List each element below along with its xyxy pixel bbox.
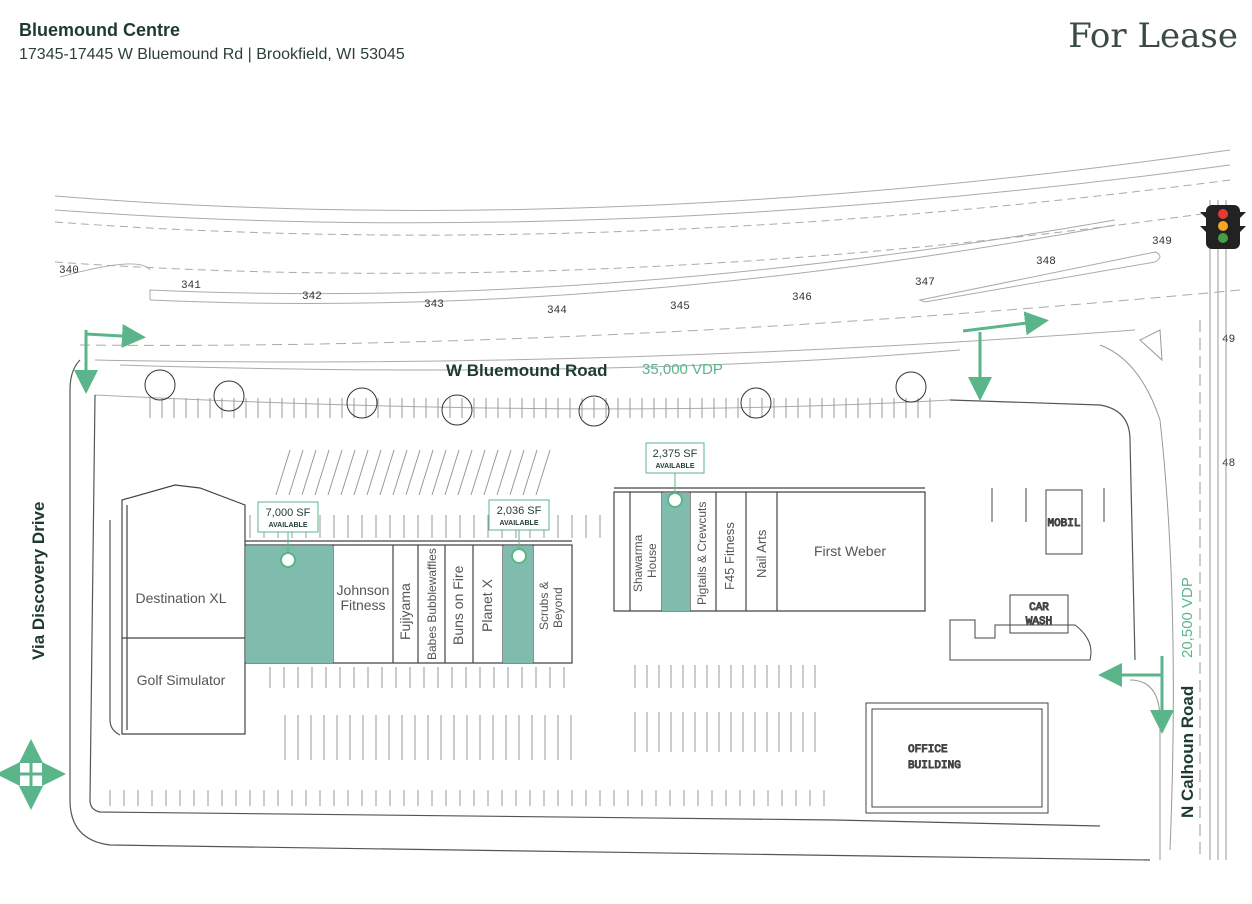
- svg-text:348: 348: [1036, 256, 1056, 268]
- parking-stripe: [288, 449, 304, 496]
- parking-stripe: [301, 449, 317, 496]
- elevation-marks: 340 341 342 343 344 345 346 347 348 349 …: [59, 236, 1235, 470]
- bluemound-traffic-count: 35,000 VDP: [642, 361, 723, 378]
- gas-station: MOBIL: [991, 488, 1105, 555]
- parking-stripe: [405, 449, 421, 496]
- calhoun-road-lanes: [1099, 200, 1227, 860]
- trees: [144, 369, 927, 427]
- svg-text:347: 347: [915, 277, 935, 289]
- tenant-johnson-fitness-line1: Johnson: [337, 582, 390, 598]
- svg-text:AVAILABLE: AVAILABLE: [268, 522, 307, 529]
- tenant-f45-fitness: F45 Fitness: [722, 522, 737, 590]
- tenant-planet-x: Planet X: [479, 578, 495, 632]
- road-n-calhoun: N Calhoun Road: [1178, 686, 1197, 818]
- svg-text:49: 49: [1222, 334, 1235, 346]
- parking-stripe: [353, 449, 369, 496]
- svg-text:48: 48: [1222, 458, 1235, 470]
- svg-text:WASH: WASH: [1026, 616, 1052, 628]
- parking-stripe: [314, 449, 330, 496]
- svg-text:349: 349: [1152, 236, 1172, 248]
- parking-stripe: [275, 449, 291, 496]
- parking-stripe: [366, 449, 382, 496]
- parking-stripe: [535, 449, 551, 496]
- property-title: Bluemound Centre: [19, 20, 181, 40]
- road-via-discovery: Via Discovery Drive: [29, 502, 48, 660]
- availability-callout-2375: 2,375 SF AVAILABLE: [645, 442, 705, 508]
- parking-stripe: [327, 449, 343, 496]
- tenant-scrubs-line2: Beyond: [551, 587, 565, 628]
- tenant-shawarma-line1: Shawarma: [631, 534, 645, 592]
- road-w-bluemound: W Bluemound Road: [446, 361, 607, 380]
- site-boundary: [69, 359, 1151, 861]
- parking-stripe: [392, 449, 408, 496]
- parking-stalls: [109, 398, 931, 806]
- svg-text:AVAILABLE: AVAILABLE: [655, 463, 694, 470]
- parking-stripe: [457, 449, 473, 496]
- svg-text:BUILDING: BUILDING: [908, 760, 961, 772]
- tenant-johnson-fitness-line2: Fitness: [340, 597, 385, 613]
- tenant-pigtails-crewcuts: Pigtails & Crewcuts: [695, 502, 709, 605]
- svg-text:7,000 SF: 7,000 SF: [266, 507, 311, 519]
- tenant-scrubs-line1: Scrubs &: [537, 581, 551, 630]
- parking-stripe: [340, 449, 356, 496]
- parking-stripe: [418, 449, 434, 496]
- available-space-2375[interactable]: [662, 493, 690, 611]
- calhoun-traffic-count: 20,500 VDP: [1179, 577, 1196, 658]
- svg-text:CAR: CAR: [1029, 602, 1049, 614]
- parking-stripe: [431, 449, 447, 496]
- lease-status: For Lease: [1068, 16, 1238, 56]
- svg-text:341: 341: [181, 280, 201, 292]
- availability-callout-7000: 7,000 SF AVAILABLE: [257, 501, 319, 568]
- svg-text:340: 340: [59, 265, 79, 277]
- available-space-2036[interactable]: [503, 546, 533, 663]
- svg-text:2,036 SF: 2,036 SF: [497, 505, 542, 517]
- tenant-fujiyama: Fujiyama: [397, 583, 413, 640]
- parking-stripe: [379, 449, 395, 496]
- svg-text:MOBIL: MOBIL: [1047, 518, 1080, 530]
- svg-text:AVAILABLE: AVAILABLE: [499, 520, 538, 527]
- parking-stripe: [509, 449, 525, 496]
- property-address: 17345-17445 W Bluemound Rd | Brookfield,…: [19, 46, 405, 63]
- parking-stripe: [470, 449, 486, 496]
- parking-stripe: [522, 449, 538, 496]
- svg-text:343: 343: [424, 299, 444, 311]
- availability-callout-2036: 2,036 SF AVAILABLE: [488, 499, 550, 564]
- car-wash: CAR WASH: [949, 594, 1092, 661]
- svg-text:346: 346: [792, 292, 812, 304]
- parking-stripe: [444, 449, 460, 496]
- svg-text:2,375 SF: 2,375 SF: [653, 448, 698, 460]
- svg-text:342: 342: [302, 291, 322, 303]
- svg-text:OFFICE: OFFICE: [908, 744, 948, 756]
- tenant-golf-simulator: Golf Simulator: [137, 672, 226, 688]
- svg-text:345: 345: [670, 301, 690, 313]
- tenant-destination-xl: Destination XL: [135, 590, 226, 606]
- office-building: OFFICE BUILDING: [865, 702, 1049, 814]
- svg-text:344: 344: [547, 305, 567, 317]
- traffic-light-icon: [1200, 205, 1246, 249]
- tenant-nail-arts: Nail Arts: [754, 529, 769, 578]
- tenant-babes-bubblewaffles: Babes Bubblewaffles: [425, 548, 439, 660]
- parking-stripe: [483, 449, 499, 496]
- direction-arrow-icon: [0, 311, 1174, 810]
- tenant-shawarma-line2: House: [645, 543, 659, 578]
- tenant-first-weber: First Weber: [814, 543, 886, 559]
- tenant-buns-on-fire: Buns on Fire: [450, 565, 466, 645]
- parking-stripe: [496, 449, 512, 496]
